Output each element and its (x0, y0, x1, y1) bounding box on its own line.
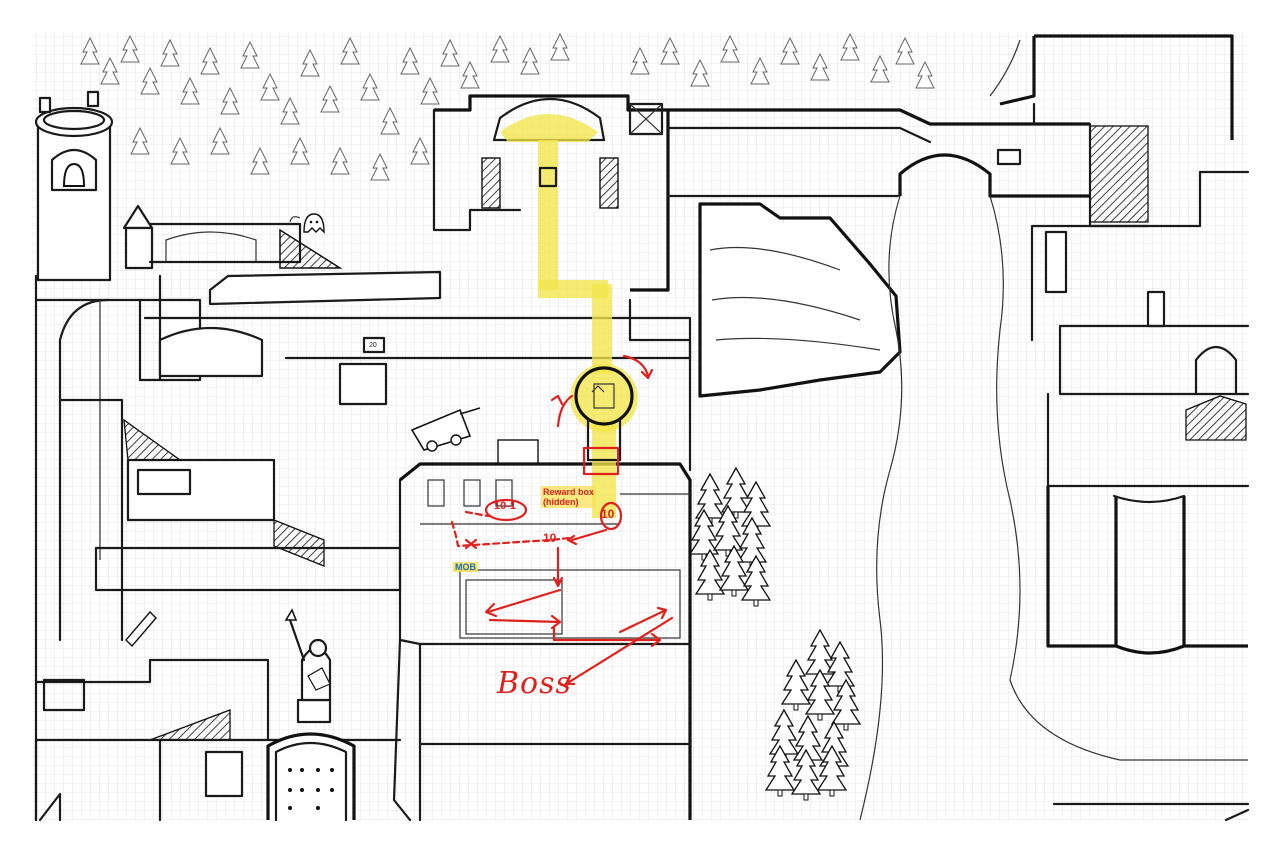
pencil-icon (125, 610, 157, 648)
route-markings (450, 354, 674, 686)
bell-icon (62, 162, 86, 187)
reward-box-note: Reward box (hidden) (541, 486, 597, 508)
boss-label: Boss (497, 666, 572, 701)
cart-icon (410, 407, 481, 452)
step-label-10-1: 10-1 (494, 500, 517, 512)
ghost-icon (303, 213, 325, 234)
gate-icon (266, 732, 356, 822)
rock-outcrop (698, 202, 902, 398)
statue-icon (284, 608, 332, 724)
sign-number: 20 (369, 342, 377, 349)
mob-note: MOB (453, 562, 478, 572)
step-label-10: 10 (543, 531, 557, 545)
graph-paper (32, 32, 1248, 820)
step-label-10-circled: 10 (601, 507, 615, 521)
bell-tower (34, 90, 114, 282)
